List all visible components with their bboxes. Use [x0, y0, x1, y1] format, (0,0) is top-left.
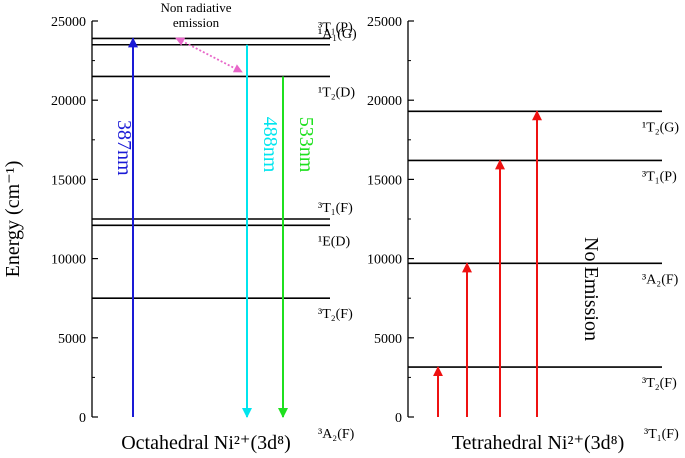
left-tick-label: 25000 [51, 15, 86, 30]
left-tick-label: 20000 [51, 94, 86, 109]
octahedral-level-label: ³T₁(F) [318, 201, 353, 216]
octahedral-ground-label: ³A₂(F) [318, 427, 355, 442]
octahedral-level-label: ³T₂(F) [318, 307, 353, 322]
tetrahedral-level-label: ³T₁(P) [642, 169, 677, 184]
octahedral-panel: 0 5000 10000 15000 20000 25000 ³T₂(F) ¹E(D) ³T₁… [51, 0, 357, 454]
y-axis-label: Energy (cm⁻¹) [2, 161, 24, 278]
tetrahedral-level-label: ¹T₂(G) [642, 120, 679, 135]
tetrahedral-level-label: ³T₂(F) [642, 376, 677, 391]
no-emission-label: No Emission [580, 237, 602, 341]
octahedral-level-label: ¹T₂(D) [318, 85, 355, 100]
octahedral-transition-label: 533nm [295, 117, 317, 173]
nonrad-arrow-start [175, 37, 186, 46]
nonrad-label-line1: Non radiative [160, 0, 231, 15]
octahedral-transition-label: 488nm [259, 117, 281, 173]
right-tick-label: 25000 [367, 15, 402, 30]
nonrad-arrow [177, 38, 243, 73]
left-tick-label: 15000 [51, 173, 86, 188]
right-tick-label: 0 [395, 411, 402, 426]
tetrahedral-panel: 0 5000 10000 15000 20000 25000 ³T₂(F) ³A₂(F) ³T… [367, 15, 679, 454]
right-tick-label: 5000 [374, 332, 402, 347]
left-tick-label: 10000 [51, 253, 86, 268]
right-tick-label: 15000 [367, 173, 402, 188]
octahedral-title: Octahedral Ni²⁺(3d⁸) [121, 432, 291, 454]
left-tick-label: 5000 [58, 332, 86, 347]
octahedral-level-label: ³T₁(P) [318, 20, 353, 35]
right-tick-label: 10000 [367, 253, 402, 268]
tetrahedral-level-label: ³A₂(F) [642, 272, 679, 287]
right-tick-label: 20000 [367, 94, 402, 109]
tetrahedral-title: Tetrahedral Ni²⁺(3d⁸) [452, 432, 625, 454]
nonrad-label-line2: emission [173, 15, 220, 30]
tetrahedral-ground-label: ³T₁(F) [644, 427, 679, 442]
left-tick-label: 0 [79, 411, 86, 426]
octahedral-transition-label: 387nm [113, 120, 135, 176]
octahedral-level-label: ¹E(D) [318, 234, 351, 249]
